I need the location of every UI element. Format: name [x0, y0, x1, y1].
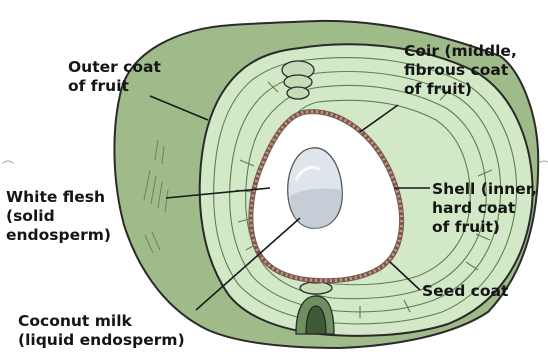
label-coir: Coir (middle, fibrous coat of fruit)	[404, 42, 517, 99]
label-seed-coat: Seed coat	[422, 282, 508, 301]
label-coconut-milk: Coconut milk (liquid endosperm)	[18, 312, 185, 350]
label-shell: Shell (inner, hard coat of fruit)	[432, 180, 537, 237]
top-pore	[282, 61, 314, 99]
label-outer-coat: Outer coat of fruit	[68, 58, 161, 96]
label-white-flesh: White flesh (solid endosperm)	[6, 188, 111, 245]
left-edge-mark: ⌒	[2, 158, 14, 175]
right-edge-mark: ⌒	[538, 158, 548, 175]
